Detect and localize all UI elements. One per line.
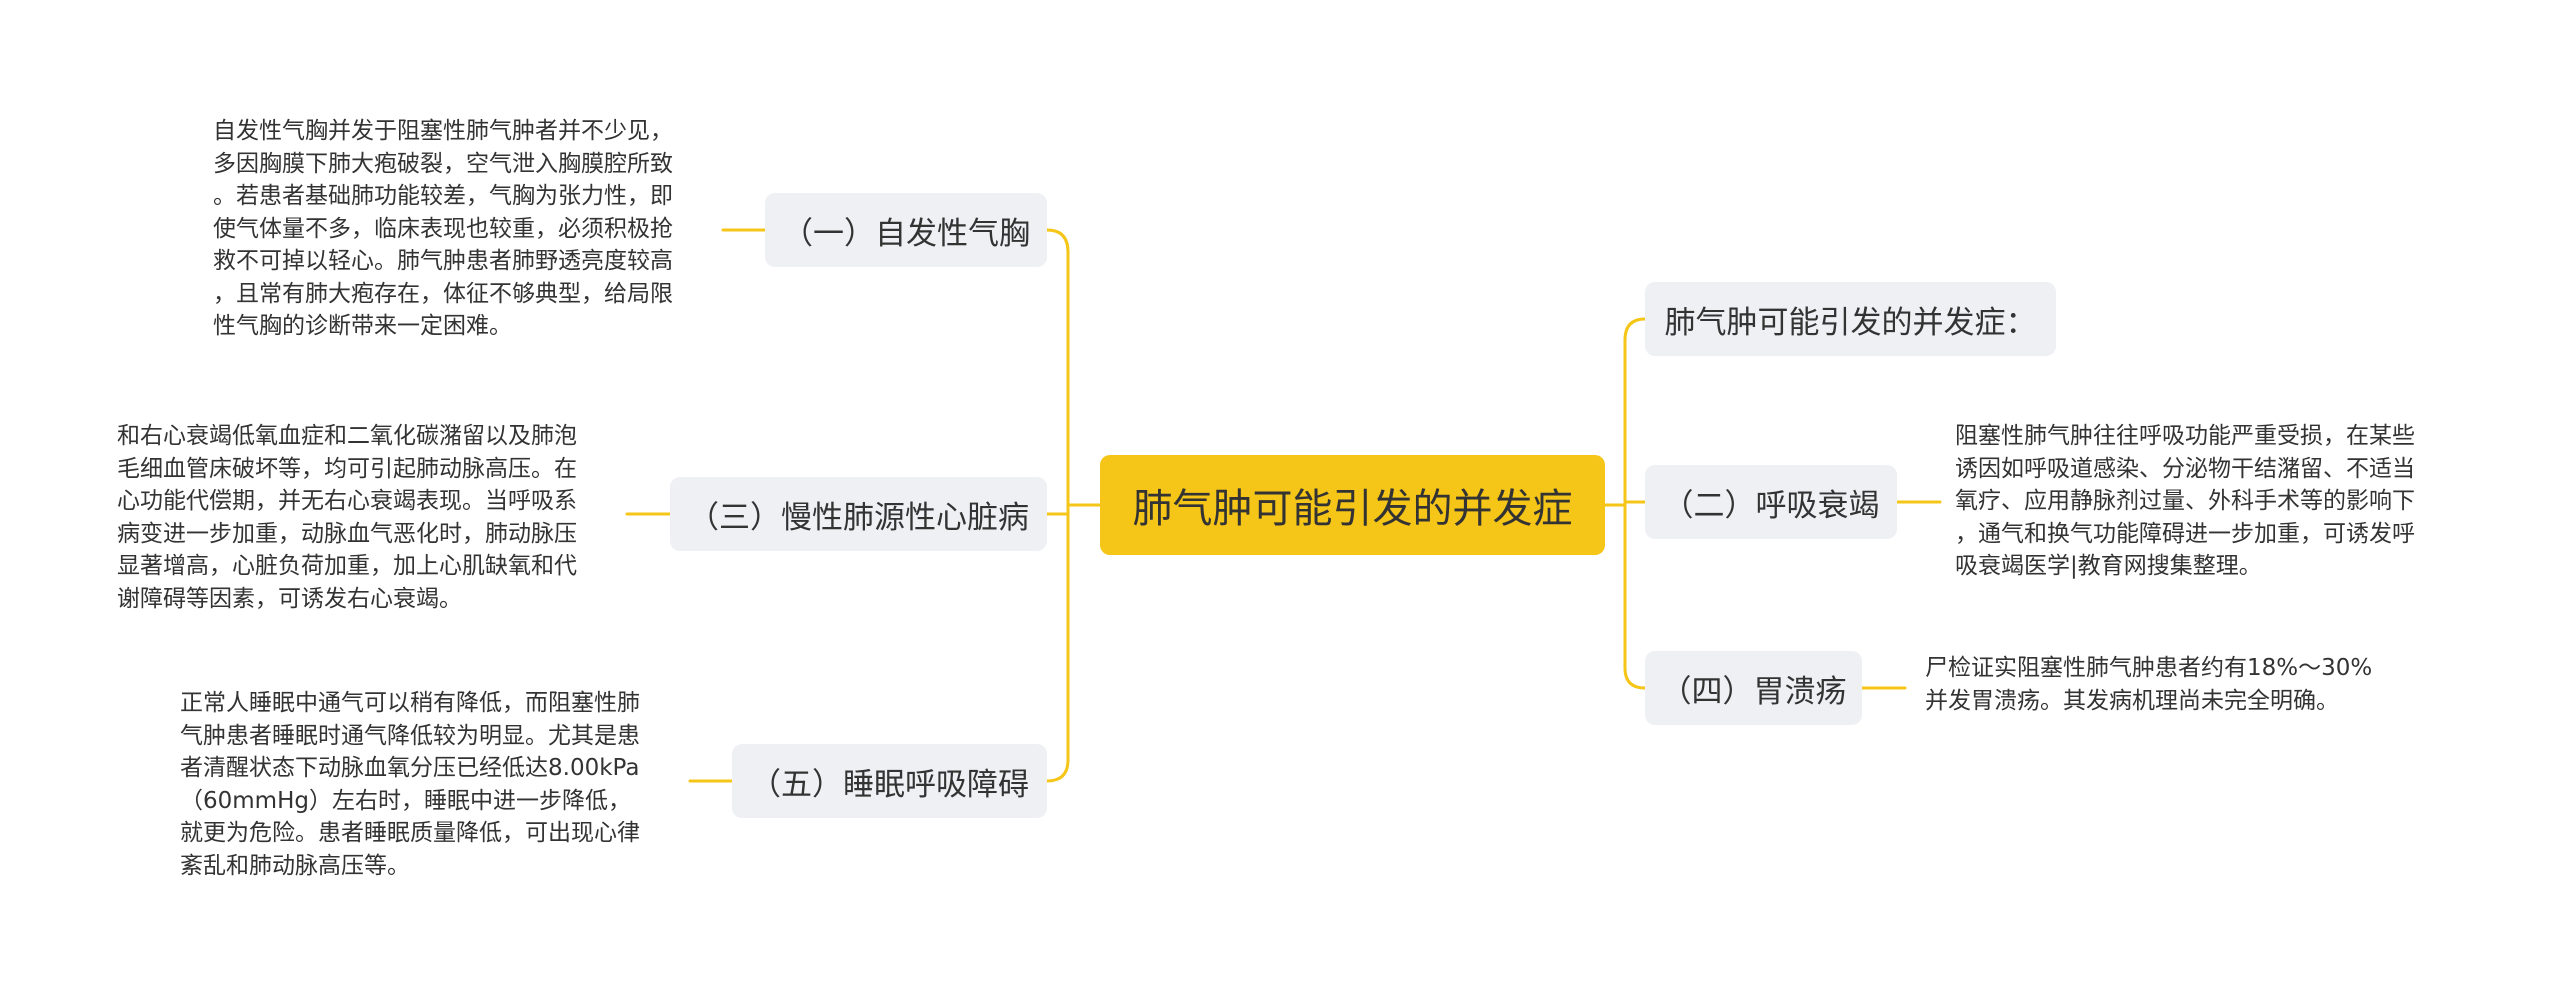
branch-label: （五）睡眠呼吸障碍 bbox=[750, 766, 1029, 803]
detail-spontaneous-pneumothorax: 自发性气胸并发于阻塞性肺气肿者并不少见， 多因胸膜下肺大疱破裂，空气泄入胸膜腔所… bbox=[213, 118, 673, 339]
right-trunk-connector bbox=[1623, 317, 1647, 690]
detail-sleep-breathing-disorder: 正常人睡眠中通气可以稍有降低，而阻塞性肺 气肿患者睡眠时通气降低较为明显。尤其是… bbox=[180, 690, 640, 879]
left-trunk-connector bbox=[1045, 228, 1070, 783]
branch-respiratory-failure[interactable]: （二）呼吸衰竭 bbox=[1645, 465, 1897, 539]
branch-label: （一）自发性气胸 bbox=[782, 215, 1030, 252]
detail-respiratory-failure: 阻塞性肺气肿往往呼吸功能严重受损，在某些 诱因如呼吸道感染、分泌物干结潴留、不适… bbox=[1955, 423, 2415, 579]
branch-sleep-breathing-disorder[interactable]: （五）睡眠呼吸障碍 bbox=[732, 744, 1047, 818]
root-topic[interactable]: 肺气肿可能引发的并发症 bbox=[1100, 455, 1605, 555]
branch-label: 肺气肿可能引发的并发症： bbox=[1664, 304, 2037, 341]
branch-spontaneous-pneumothorax[interactable]: （一）自发性气胸 bbox=[765, 193, 1047, 267]
detail-peptic-ulcer: 尸检证实阻塞性肺气肿患者约有18%～30% 并发胃溃疡。其发病机理尚未完全明确。 bbox=[1925, 655, 2373, 714]
branch-label: （四）胃溃疡 bbox=[1660, 673, 1847, 710]
branch-chronic-cor-pulmonale[interactable]: （三）慢性肺源性心脏病 bbox=[670, 477, 1047, 551]
branch-label: （三）慢性肺源性心脏病 bbox=[688, 499, 1029, 536]
branch-peptic-ulcer[interactable]: （四）胃溃疡 bbox=[1645, 651, 1862, 725]
branch-label: （二）呼吸衰竭 bbox=[1662, 487, 1880, 524]
root-topic-label: 肺气肿可能引发的并发症 bbox=[1132, 486, 1573, 532]
detail-chronic-cor-pulmonale: 和右心衰竭低氧血症和二氧化碳潴留以及肺泡 毛细血管床破坏等，均可引起肺动脉高压。… bbox=[117, 423, 577, 612]
branch-complications-heading[interactable]: 肺气肿可能引发的并发症： bbox=[1645, 282, 2056, 356]
